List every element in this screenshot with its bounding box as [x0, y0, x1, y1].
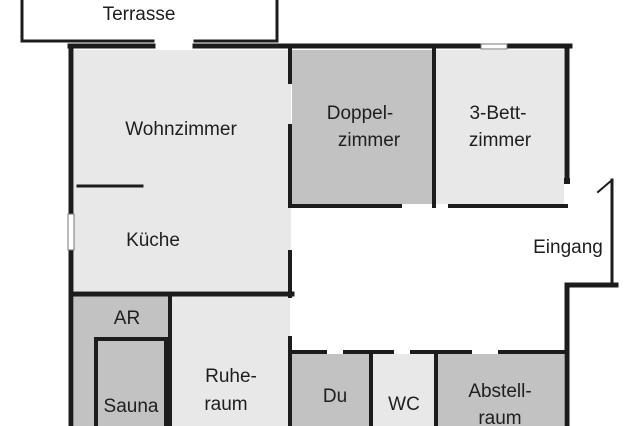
- label-bettzimmer-2: zimmer: [469, 130, 532, 151]
- label-ruheraum-2: raum: [204, 394, 247, 415]
- window-kueche: [67, 213, 75, 251]
- sauna-area: [96, 340, 166, 426]
- abstellraum-area: [438, 354, 564, 426]
- label-eingang: Eingang: [533, 237, 603, 258]
- label-bettzimmer-1: 3-Bett-: [469, 103, 526, 124]
- wohnzimmer-kueche-area: [74, 50, 291, 291]
- terrace-outline: [20, 0, 279, 43]
- ruheraum-area: [172, 295, 290, 426]
- room-fills: [74, 50, 564, 426]
- label-sauna: Sauna: [104, 396, 159, 417]
- label-wohnzimmer: Wohnzimmer: [125, 119, 237, 140]
- bettzimmer-area: [436, 50, 564, 204]
- label-wc: WC: [388, 394, 420, 415]
- entrance-door-leaf: [596, 178, 614, 194]
- label-doppelzimmer-1: Doppel-: [327, 103, 394, 124]
- label-ruheraum-1: Ruhe-: [205, 366, 257, 387]
- label-abstellraum-2: raum: [478, 408, 521, 426]
- window-bettzimmer: [480, 43, 508, 50]
- windows: [67, 43, 570, 251]
- outer-wall-right-lower: [564, 282, 619, 426]
- label-ar: AR: [114, 308, 140, 329]
- window-eingang: [564, 178, 570, 184]
- label-du: Du: [323, 386, 347, 407]
- doppelzimmer-area: [292, 50, 433, 204]
- label-terrasse: Terrasse: [103, 4, 176, 25]
- du-area: [292, 354, 370, 426]
- sauna-outline: [94, 337, 168, 426]
- label-abstellraum-1: Abstell-: [468, 381, 531, 402]
- label-kueche: Küche: [126, 230, 180, 251]
- wc-area: [373, 354, 435, 426]
- label-doppelzimmer-2: zimmer: [338, 130, 401, 151]
- walls: [20, 0, 619, 426]
- room-labels: Terrasse Wohnzimmer Doppel- zimmer 3-Bet…: [103, 4, 603, 426]
